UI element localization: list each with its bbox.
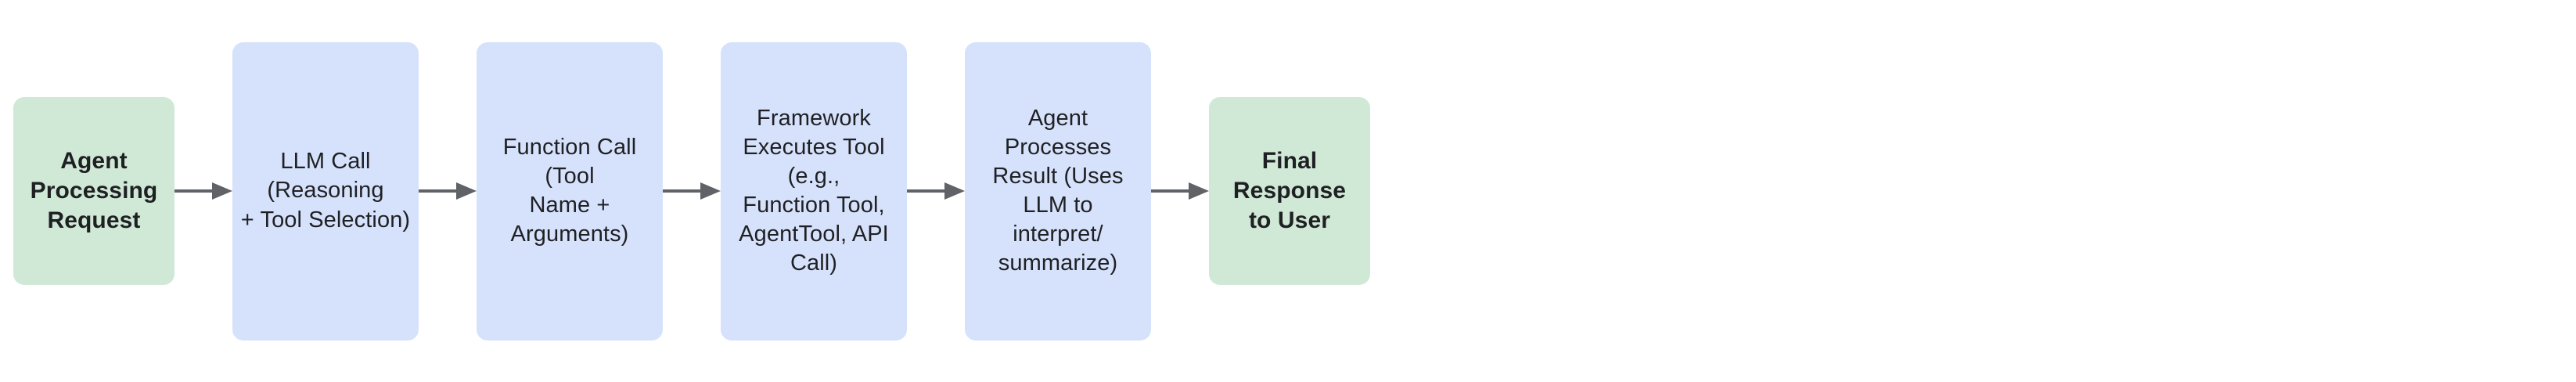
node-label: Agent Processing Request (30, 147, 158, 234)
arrow-function-call-to-framework-executes-tool (663, 178, 721, 204)
node-function-call[interactable]: Function Call (Tool Name + Arguments) (477, 41, 663, 341)
node-label: LLM Call (Reasoning + Tool Selection) (240, 149, 411, 232)
arrow-llm-call-to-function-call (419, 178, 477, 204)
node-agent-processes-result[interactable]: Agent Processes Result (Uses LLM to inte… (965, 41, 1151, 341)
node-label: Agent Processes Result (Uses LLM to inte… (992, 105, 1124, 276)
arrow-framework-executes-tool-to-agent-processes-result (907, 178, 965, 204)
node-label: Framework Executes Tool (e.g., Function … (739, 105, 889, 276)
node-agent-processing-request[interactable]: Agent Processing Request (13, 97, 174, 285)
node-label: Final Response to User (1232, 147, 1347, 234)
node-llm-call[interactable]: LLM Call (Reasoning + Tool Selection) (232, 41, 419, 341)
node-final-response-to-user[interactable]: Final Response to User (1209, 97, 1370, 285)
node-label: Function Call (Tool Name + Arguments) (502, 134, 637, 247)
arrow-agent-processing-request-to-llm-call (174, 178, 232, 204)
node-framework-executes-tool[interactable]: Framework Executes Tool (e.g., Function … (721, 41, 907, 341)
arrow-agent-processes-result-to-final-response-to-user (1151, 178, 1209, 204)
